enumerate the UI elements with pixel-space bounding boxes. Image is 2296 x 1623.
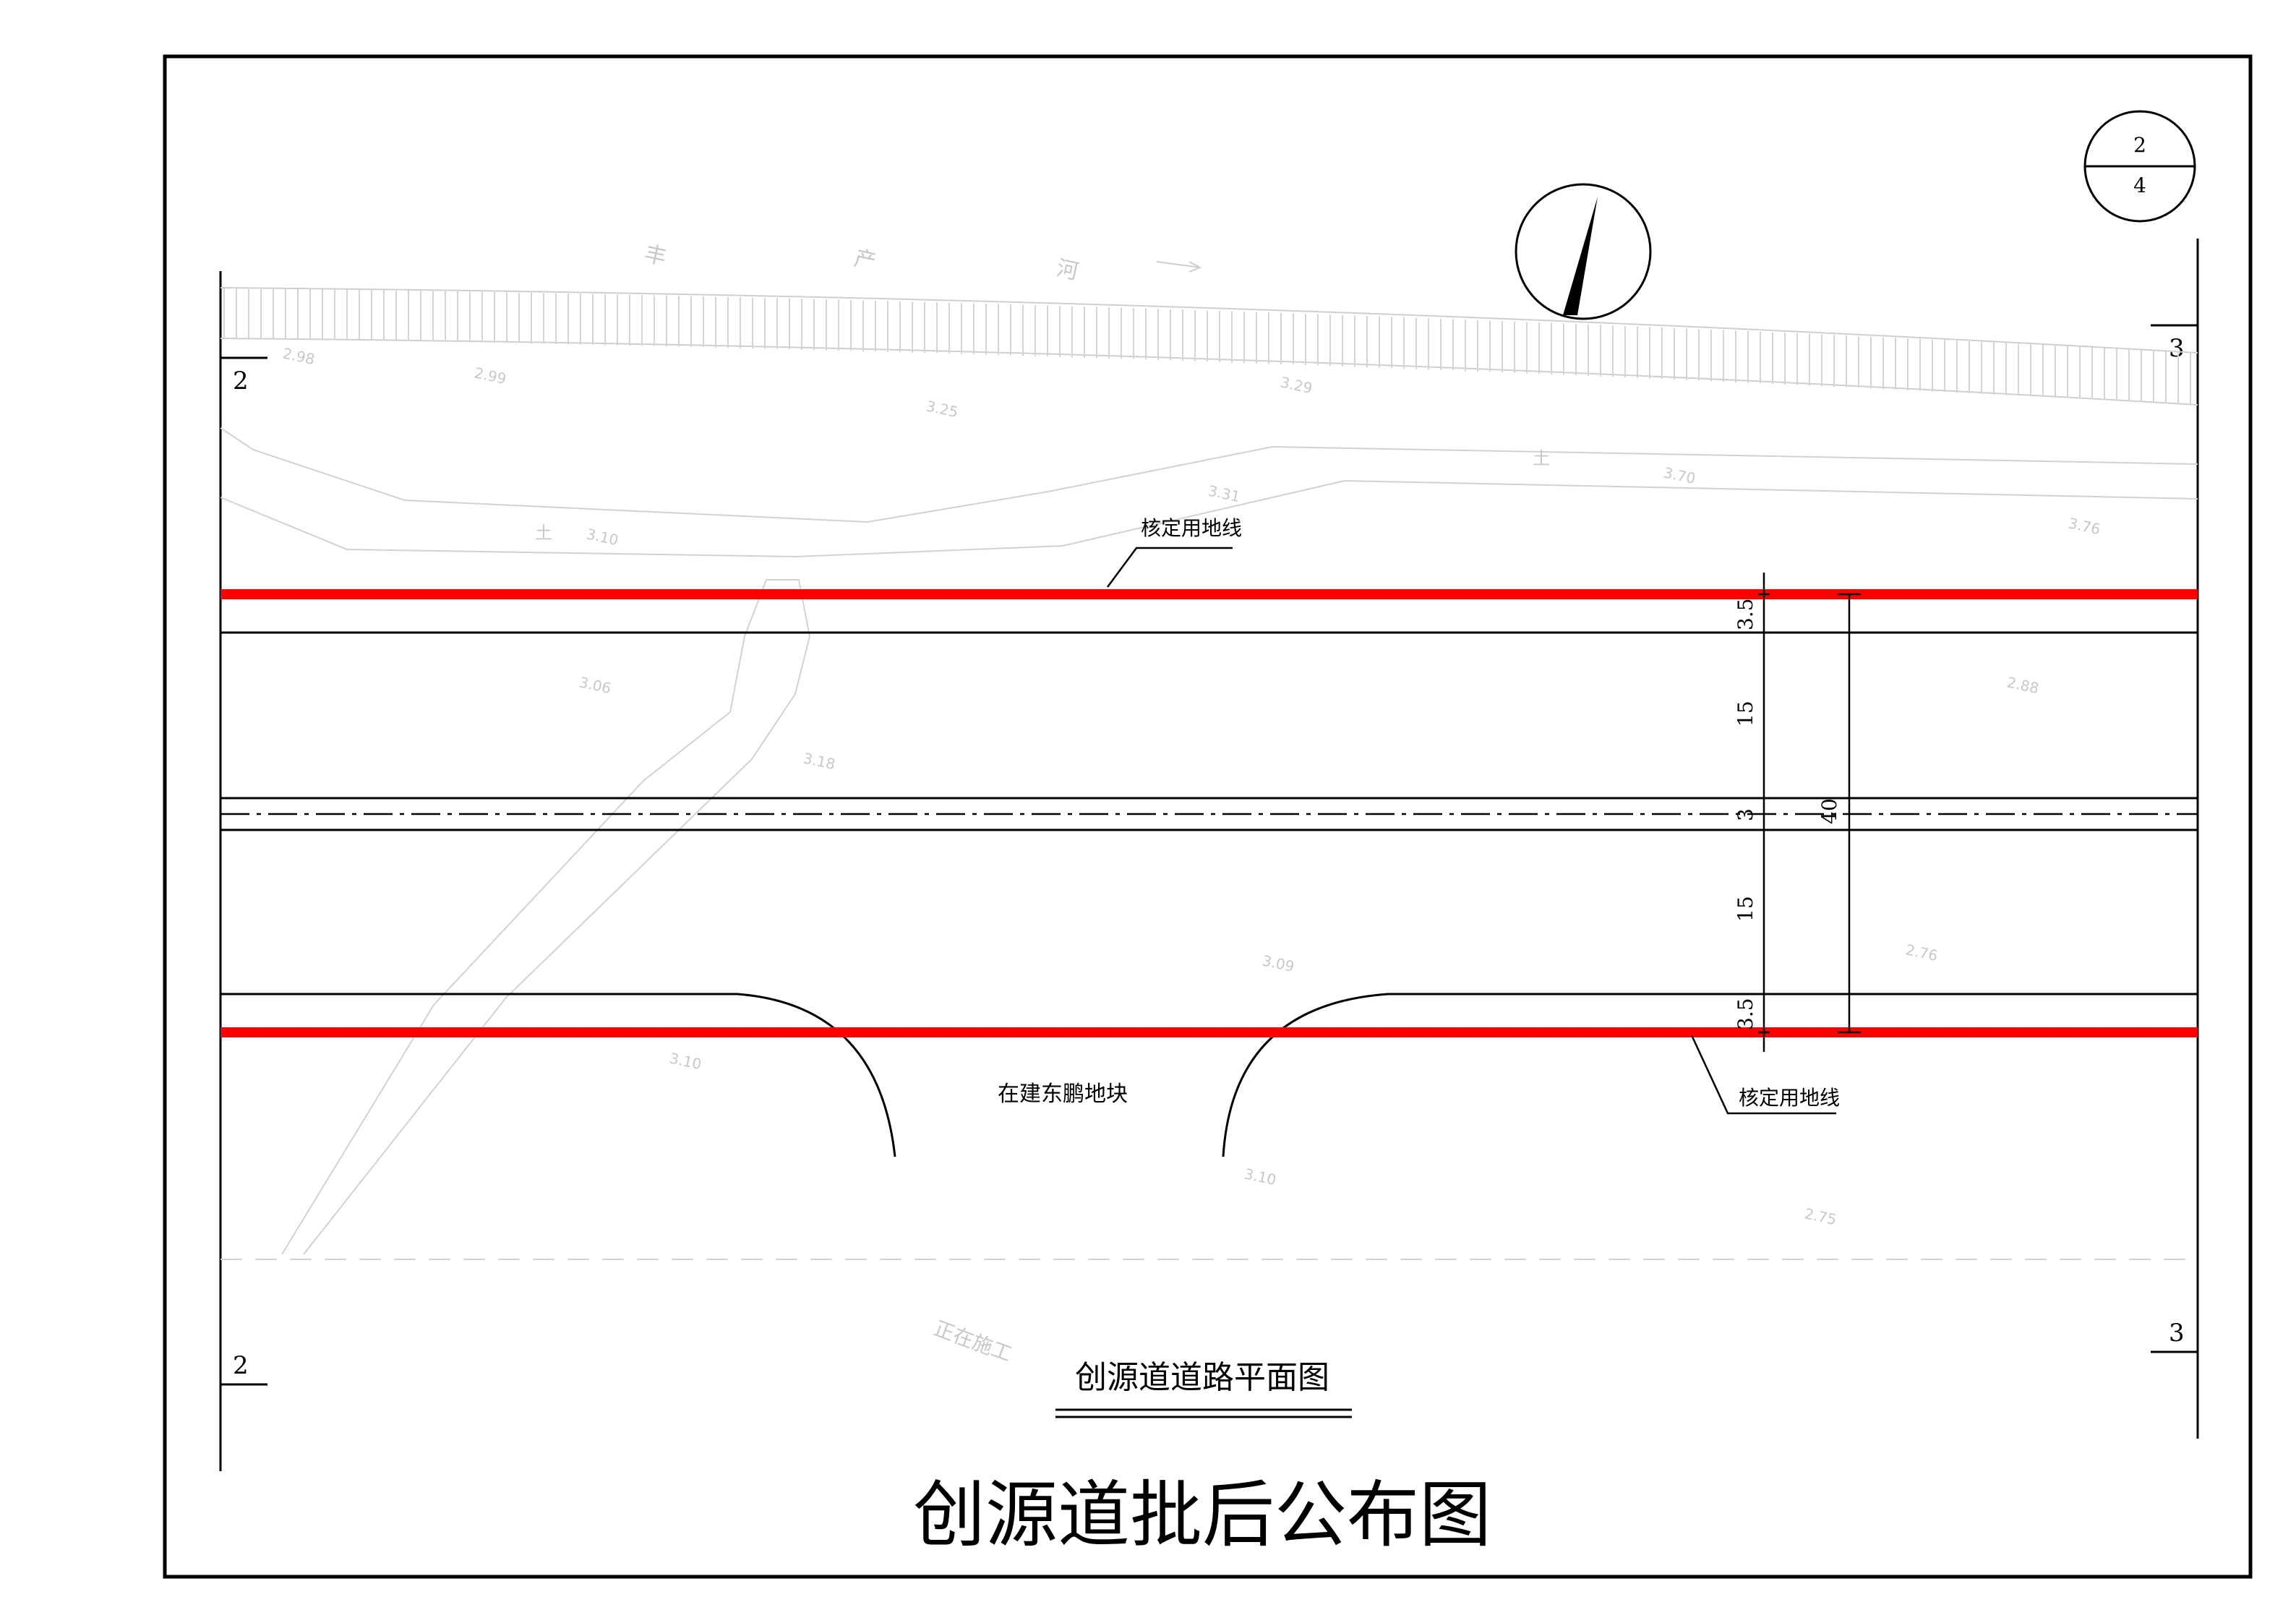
section-mark-right-bottom: 3 [2169,1319,2185,1348]
callout-approved-land-line-bottom: 核定用地线 [1739,1086,1840,1110]
elevation-label: 2.98 [281,344,317,368]
dimension-lines [1758,573,1861,1052]
river-label-char-3: 河 [1054,256,1081,285]
elevation-label: 3.25 [925,397,960,421]
elevation-label: 3.18 [802,749,837,773]
section-mark-left-bottom: 2 [233,1351,249,1380]
river-bank [220,287,2198,406]
river-flow-arrow-icon [1156,261,1202,273]
callout-approved-land-line-top: 核定用地线 [1141,516,1242,540]
parcel-label: 在建东鹏地块 [998,1082,1128,1107]
terrain-label-soil: 土 [1533,448,1550,468]
dimension-sidewalk-bottom: 3.5 [1734,998,1757,1030]
elevation-label: 2.88 [2005,673,2041,697]
drawing-title: 创源道道路平面图 [1075,1359,1329,1396]
section-mark-left-top: 2 [233,367,249,395]
sheet-number-badge: 2 4 [2083,110,2196,223]
section-lines [219,239,2199,1471]
river-label-char-1: 丰 [642,241,669,270]
elevation-label: 3.70 [1662,463,1697,487]
terrain-label-soil: 土 [535,523,552,543]
dimension-lane-bottom: 15 [1734,896,1757,922]
dimension-median: 3 [1734,808,1757,821]
terrain-lines [220,427,2198,1260]
dimension-sidewalk-top: 3.5 [1734,598,1757,630]
elevation-label: 3.29 [1279,373,1314,397]
elevation-label: 3.76 [2067,514,2102,538]
road-edges [220,631,2198,1157]
sheet-number-numerator: 2 [2133,133,2146,157]
elevation-label: 2.75 [1803,1204,1838,1228]
dimension-lane-top: 15 [1734,701,1757,727]
main-title: 创源道批后公布图 [913,1473,1491,1557]
elevation-label: 3.10 [1243,1165,1278,1189]
dimension-total: 40 [1817,798,1841,824]
elevation-label: 2.76 [1904,941,1940,964]
elevation-label: 3.06 [578,673,613,697]
river-label-char-2: 产 [852,246,878,275]
elevation-label: 3.31 [1207,481,1242,505]
sheet-frame [163,54,2253,1579]
callout-leaders [1106,547,1836,1115]
elevation-label: 3.09 [1261,951,1296,975]
section-mark-right-top: 3 [2169,334,2185,363]
terrain-label-under-construction: 正在施工 [931,1316,1016,1366]
north-arrow-icon [1515,183,1652,320]
elevation-label: 2.99 [473,364,508,387]
sheet-number-denominator: 4 [2133,174,2146,197]
elevation-label: 3.10 [585,525,620,549]
elevation-label: 3.10 [668,1049,703,1073]
